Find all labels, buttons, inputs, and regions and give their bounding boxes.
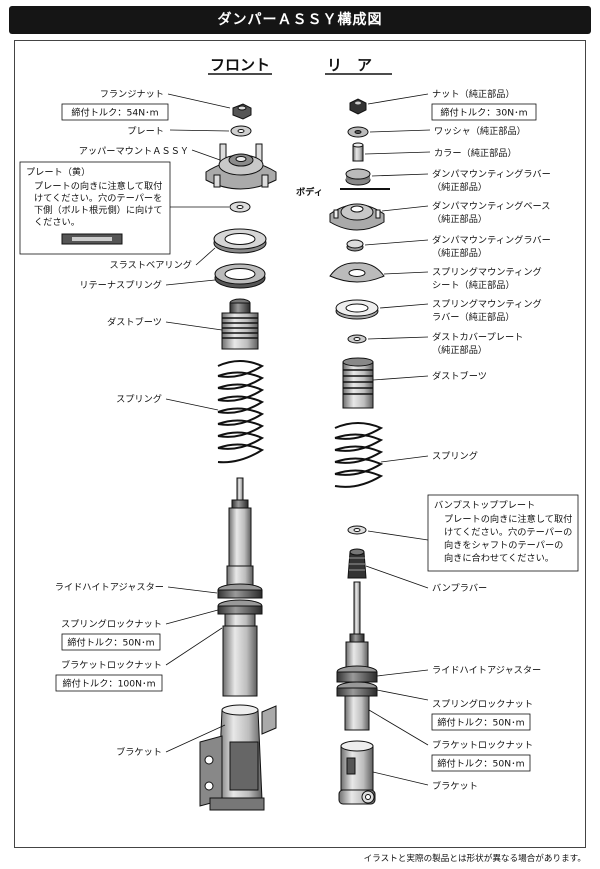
front-note-line: 下側（ボルト根元側）に向けて — [34, 204, 163, 216]
rear-heading: リ ア — [327, 56, 372, 74]
rear-mount-base-label: ダンパマウンティングベース — [432, 200, 550, 212]
front-plate-label: プレート — [127, 126, 164, 137]
rear-washer — [347, 126, 369, 138]
rear-nut-torque-box — [431, 103, 537, 121]
front-note-line: プレートの向きに注意して取付 — [34, 180, 162, 192]
rear-dust-cover-note: （純正部品） — [432, 344, 487, 356]
rear-mount-rubber2-label: ダンパマウンティングラバー — [432, 234, 551, 246]
front-spring-lock-nut-label: スプリングロックナット — [61, 618, 162, 630]
rear-bump-note-line: 向きに合わせてください。 — [444, 552, 554, 564]
rear-mount-rubber-upper — [345, 168, 371, 186]
rear-dust-boots — [342, 357, 374, 409]
rear-nut — [349, 98, 367, 115]
rear-bump-note-line: けてください。穴のテーパーの — [444, 526, 572, 538]
rear-spring-seat-label: スプリングマウンティング — [432, 266, 542, 278]
front-plate — [230, 125, 252, 137]
front-bracket-lock-torque: 締付トルク：100N･m — [62, 678, 155, 690]
front-ride-height-label: ライドハイトアジャスター — [55, 582, 164, 593]
front-spring-lock-torque-box — [61, 633, 161, 651]
rear-bracket-lock-torque-box — [431, 754, 531, 772]
front-spring-lock-torque: 締付トルク：50N･m — [67, 637, 154, 649]
rear-mount-base-note: （純正部品） — [432, 213, 487, 225]
rear-spring-lock-nut-label: スプリングロックナット — [432, 698, 533, 710]
rear-spring-seat-note: シート（純正部品） — [432, 279, 515, 291]
rear-bracket-lock-nut-label: ブラケットロックナット — [432, 739, 533, 751]
rear-mount-rubber1-note: （純正部品） — [432, 181, 487, 193]
rear-spring-seat — [329, 262, 385, 283]
rear-spring-lock-torque-box — [431, 713, 531, 731]
front-retainer-spring — [214, 263, 266, 289]
rear-bump-rubber-label: バンプラバー — [432, 583, 487, 594]
rear-mount-base — [329, 203, 385, 231]
front-flange-nut-label: フランジナット — [100, 89, 164, 100]
front-bracket-lock-torque-box — [55, 674, 163, 692]
rear-dust-boots-label: ダストブーツ — [432, 370, 487, 382]
front-flange-torque-box — [61, 103, 169, 121]
rear-bracket-label: ブラケット — [432, 780, 478, 792]
title-bar: ダンパーＡＳＳＹ構成図 — [9, 6, 591, 34]
front-note-title: プレート（黄） — [26, 166, 90, 178]
rear-bump-stop-plate — [347, 525, 367, 535]
rear-collar-label: カラー（純正部品） — [434, 147, 517, 159]
front-upper-mount — [205, 143, 277, 190]
rear-spring-lock-torque: 締付トルク：50N･m — [437, 717, 524, 729]
front-bracket-label: ブラケット — [116, 746, 162, 758]
rear-spring-label: スプリング — [432, 450, 478, 462]
diagram-frame — [14, 40, 586, 848]
rear-bump-note-line: プレートの向きに注意して取付 — [444, 513, 572, 525]
rear-washer-label: ワッシャ（純正部品） — [434, 125, 526, 137]
rear-mount-rubber1-label: ダンパマウンティングラバー — [432, 168, 551, 180]
rear-dust-cover-label: ダストカバープレート — [432, 331, 523, 343]
front-dust-boots — [221, 298, 259, 350]
rear-spring-rubber-note: ラバー（純正部品） — [432, 311, 515, 323]
front-thrust-bearing-label: スラストベアリング — [109, 259, 192, 271]
rear-leaders — [364, 93, 431, 786]
rear-bump-note-title: バンプストッププレート — [434, 500, 535, 511]
rear-bracket-lock-torque: 締付トルク：50N･m — [437, 758, 524, 770]
rear-bracket — [338, 740, 376, 805]
plate-taper-icon-hole — [72, 237, 112, 241]
rear-nut-torque: 締付トルク：30N･m — [440, 107, 527, 119]
front-thrust-bearing — [213, 228, 267, 254]
front-note-line: けてください。穴のテーパーを — [34, 192, 162, 204]
rear-bump-note: バンプストッププレート プレートの向きに注意して取付 けてください。穴のテーパー… — [427, 494, 579, 572]
front-dust-boots-label: ダストブーツ — [107, 316, 162, 328]
front-retainer-spring-label: リテーナスプリング — [79, 279, 162, 291]
rear-spring-rubber-label: スプリングマウンティング — [432, 298, 542, 310]
front-plate-yellow — [229, 201, 251, 213]
front-spring-label: スプリング — [116, 393, 162, 405]
front-upper-mount-label: アッパーマウントＡＳＳＹ — [79, 146, 189, 157]
front-adjusters — [217, 583, 263, 697]
rear-dust-cover-plate — [347, 334, 367, 344]
page-title: ダンパーＡＳＳＹ構成図 — [217, 12, 383, 28]
front-note-line: ください。 — [34, 217, 80, 228]
rear-ride-height-label: ライドハイトアジャスター — [432, 665, 541, 676]
front-leaders — [165, 93, 231, 753]
body-label: ボディ — [296, 186, 323, 198]
front-heading: フロント — [210, 56, 270, 74]
rear-spring-rubber — [335, 299, 379, 320]
front-flange-torque: 締付トルク：54N･m — [71, 107, 158, 119]
rear-bump-rubber — [347, 548, 367, 579]
rear-nut-label: ナット（純正部品） — [432, 88, 515, 100]
rear-spring — [334, 422, 384, 488]
front-bracket-lock-nut-label: ブラケットロックナット — [61, 659, 162, 671]
footnote: イラストと実際の製品とは形状が異なる場合があります。 — [363, 854, 586, 864]
rear-damper-body — [336, 581, 378, 731]
rear-mount-rubber2-note: （純正部品） — [432, 247, 487, 259]
rear-collar — [352, 142, 364, 162]
rear-mount-rubber-lower — [346, 239, 364, 252]
rear-bump-note-line: 向きをシャフトのテーパーの — [444, 539, 563, 551]
front-damper-body — [226, 477, 254, 591]
front-flange-nut — [232, 103, 252, 120]
front-plate-note: プレート（黄） プレートの向きに注意して取付 けてください。穴のテーパーを 下側… — [19, 161, 171, 255]
front-spring — [217, 360, 265, 464]
front-bracket — [199, 704, 277, 811]
